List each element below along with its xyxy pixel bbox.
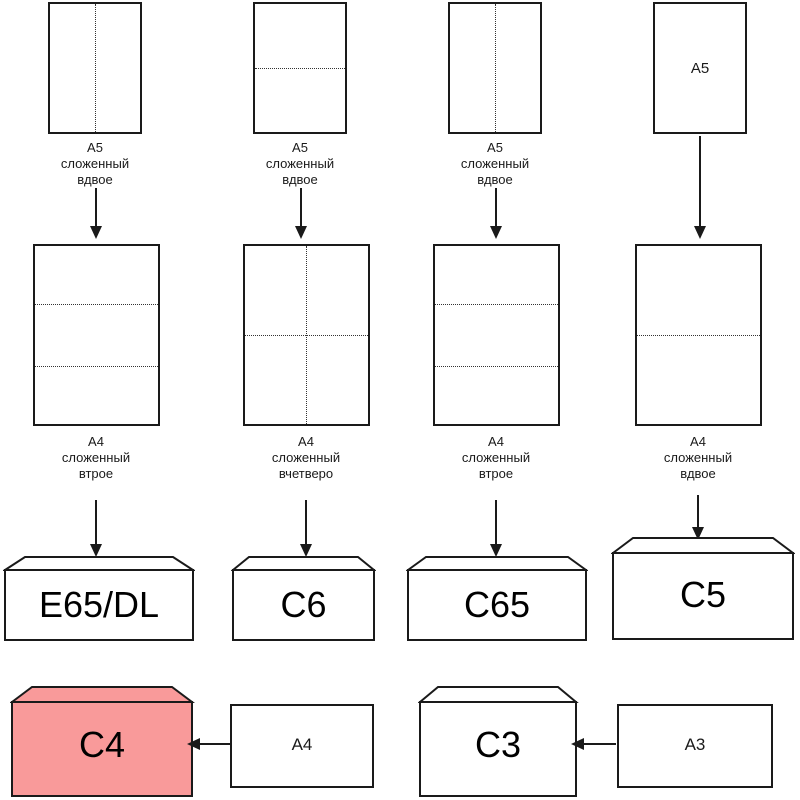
paper-a4-bottom-label: A4 [291,735,313,754]
arrow-down-icon [90,500,102,557]
caption-a5-folded-1: A5 сложенный вдвое [60,140,130,187]
fold-line-vertical [95,4,96,132]
caption-a5-folded-3: A5 сложенный вдвое [460,140,530,187]
paper-a5-fold-vertical-2 [448,2,542,134]
caption-a4-half: A4 сложенный вдвое [663,434,733,481]
paper-a4-half [635,244,762,426]
envelope-c4 [10,686,195,797]
arrow-down-icon [490,188,502,239]
caption-a4-quarter: A4 сложенный вчетверо [271,434,341,481]
paper-a4-quarter [243,244,370,426]
paper-a4-trifold-1 [33,244,160,426]
paper-a5-plain-label: A5 [690,60,710,77]
paper-a5-plain [653,2,747,134]
paper-a3-bottom-label: A3 [684,735,706,754]
arrow-down-icon [694,136,706,239]
fold-line-horizontal [35,366,158,367]
arrow-left-icon [187,738,232,750]
envelope-e65-dl [3,556,195,641]
fold-line-vertical [495,4,496,132]
paper-a3-bottom [617,704,773,788]
arrow-down-icon [300,500,312,557]
fold-line-vertical [306,246,307,424]
envelope-c3-label: C3 [474,724,522,765]
arrow-down-icon [90,188,102,239]
caption-a5-folded-2: A5 сложенный вдвое [265,140,335,187]
arrow-down-icon [692,495,704,540]
caption-a4-trifold-1: A4 сложенный втрое [61,434,131,481]
envelope-e65-dl-label: E65/DL [38,584,160,625]
caption-a4-trifold-2: A4 сложенный втрое [461,434,531,481]
arrow-down-icon [490,500,502,557]
envelope-c5 [611,537,795,640]
arrow-down-icon [295,188,307,239]
fold-line-horizontal [35,304,158,305]
arrow-left-icon [571,738,616,750]
paper-a5-fold-horizontal-1 [253,2,347,134]
fold-line-horizontal [255,68,345,69]
envelope-c4-label: C4 [78,724,126,765]
paper-a4-bottom [230,704,374,788]
envelope-c3 [418,686,579,797]
envelope-c6 [231,556,376,641]
envelope-c65 [406,556,588,641]
envelope-c5-label: C5 [679,574,727,615]
fold-line-horizontal [435,304,558,305]
paper-a4-trifold-2 [433,244,560,426]
envelope-c6-label: C6 [280,584,327,625]
fold-line-horizontal [637,335,760,336]
envelope-c65-label: C65 [463,584,531,625]
fold-line-horizontal [435,366,558,367]
paper-a5-fold-vertical-1 [48,2,142,134]
